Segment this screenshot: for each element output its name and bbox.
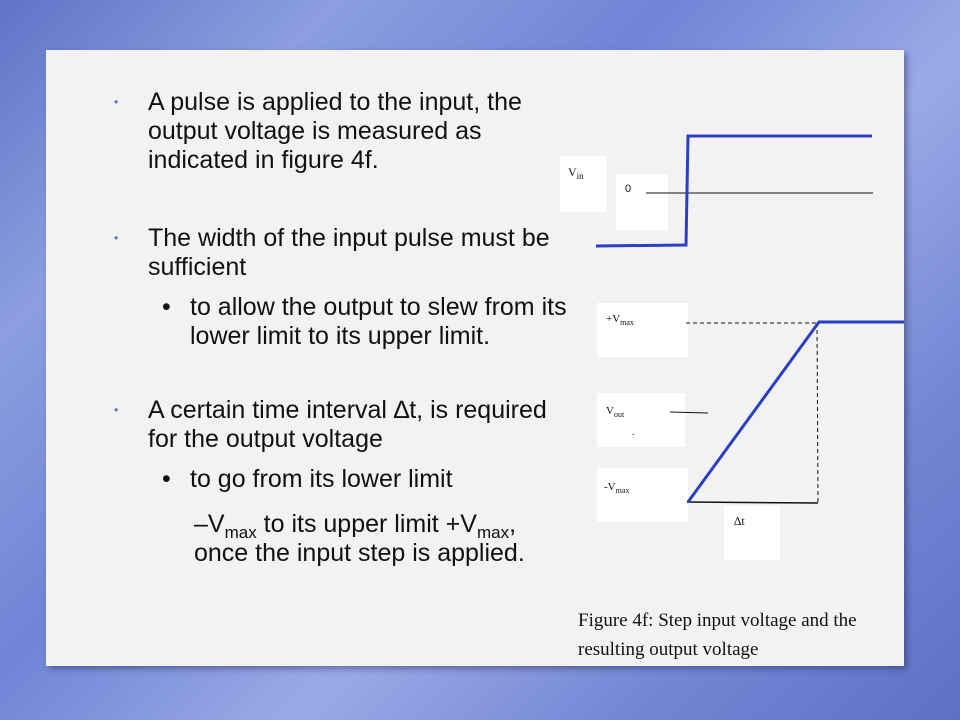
- svg-text:-Vmax: -Vmax: [604, 481, 629, 495]
- bullet-marker: •: [114, 95, 119, 109]
- vmax-pos-label: +V: [606, 313, 620, 325]
- vin-label: V: [568, 165, 577, 179]
- svg-text:+Vmax: +Vmax: [606, 313, 634, 327]
- subbullet-lower-limit: • to go from its lower limit: [162, 465, 453, 493]
- vmax-neg-label: -V: [604, 481, 616, 493]
- bullet-marker: •: [114, 231, 119, 245]
- vmax-pos-label-box: [597, 303, 688, 357]
- zero-label-box: [616, 174, 668, 230]
- vmax-neg-label-sub: max: [616, 486, 630, 495]
- vin-label-sub: in: [577, 171, 585, 181]
- zero-label: 0: [625, 183, 631, 195]
- vin-step-waveform: [595, 134, 872, 248]
- bullet-marker: •: [162, 293, 171, 321]
- svg-text:Vin: Vin: [568, 165, 584, 181]
- vout-label-sub: out: [614, 410, 625, 419]
- bullet-pulse-width: • The width of the input pulse must be s…: [114, 224, 550, 281]
- vmax-neg-label-box: [597, 468, 688, 522]
- vin-label-box: [560, 156, 606, 212]
- vout-label: V: [606, 405, 614, 417]
- delta-t-dashed-line: [816, 322, 819, 504]
- bullet-time-interval: • A certain time interval ∆t, is require…: [114, 396, 547, 453]
- delta-t-label-box: [724, 506, 780, 560]
- delta-t-label: ∆t: [734, 514, 745, 528]
- bullet-marker: •: [162, 465, 171, 493]
- svg-text:Vout: Vout: [606, 405, 625, 419]
- vmax-pos-label-sub: max: [620, 318, 634, 327]
- subbullet-slew: • to allow the output to slew from its l…: [162, 293, 567, 350]
- bullet-pulse-applied: • A pulse is applied to the input, the o…: [114, 88, 522, 174]
- vout-slew-waveform: [686, 320, 904, 503]
- figure-caption: Figure 4f: Step input voltage and the re…: [578, 610, 857, 660]
- bullet-marker: •: [114, 403, 119, 417]
- subsub-bullet-vmax: –Vmax to its upper limit +Vmax, once the…: [194, 510, 525, 567]
- vout-label-box: [597, 393, 685, 447]
- vout-axis-tick: [669, 411, 709, 414]
- step-response-figure: Vin 0 +Vmax Vout . -Vmax ∆t: [560, 134, 904, 560]
- slide-panel: • A pulse is applied to the input, the o…: [46, 50, 904, 666]
- delta-t-baseline: [686, 501, 819, 504]
- vout-dot: .: [632, 427, 635, 438]
